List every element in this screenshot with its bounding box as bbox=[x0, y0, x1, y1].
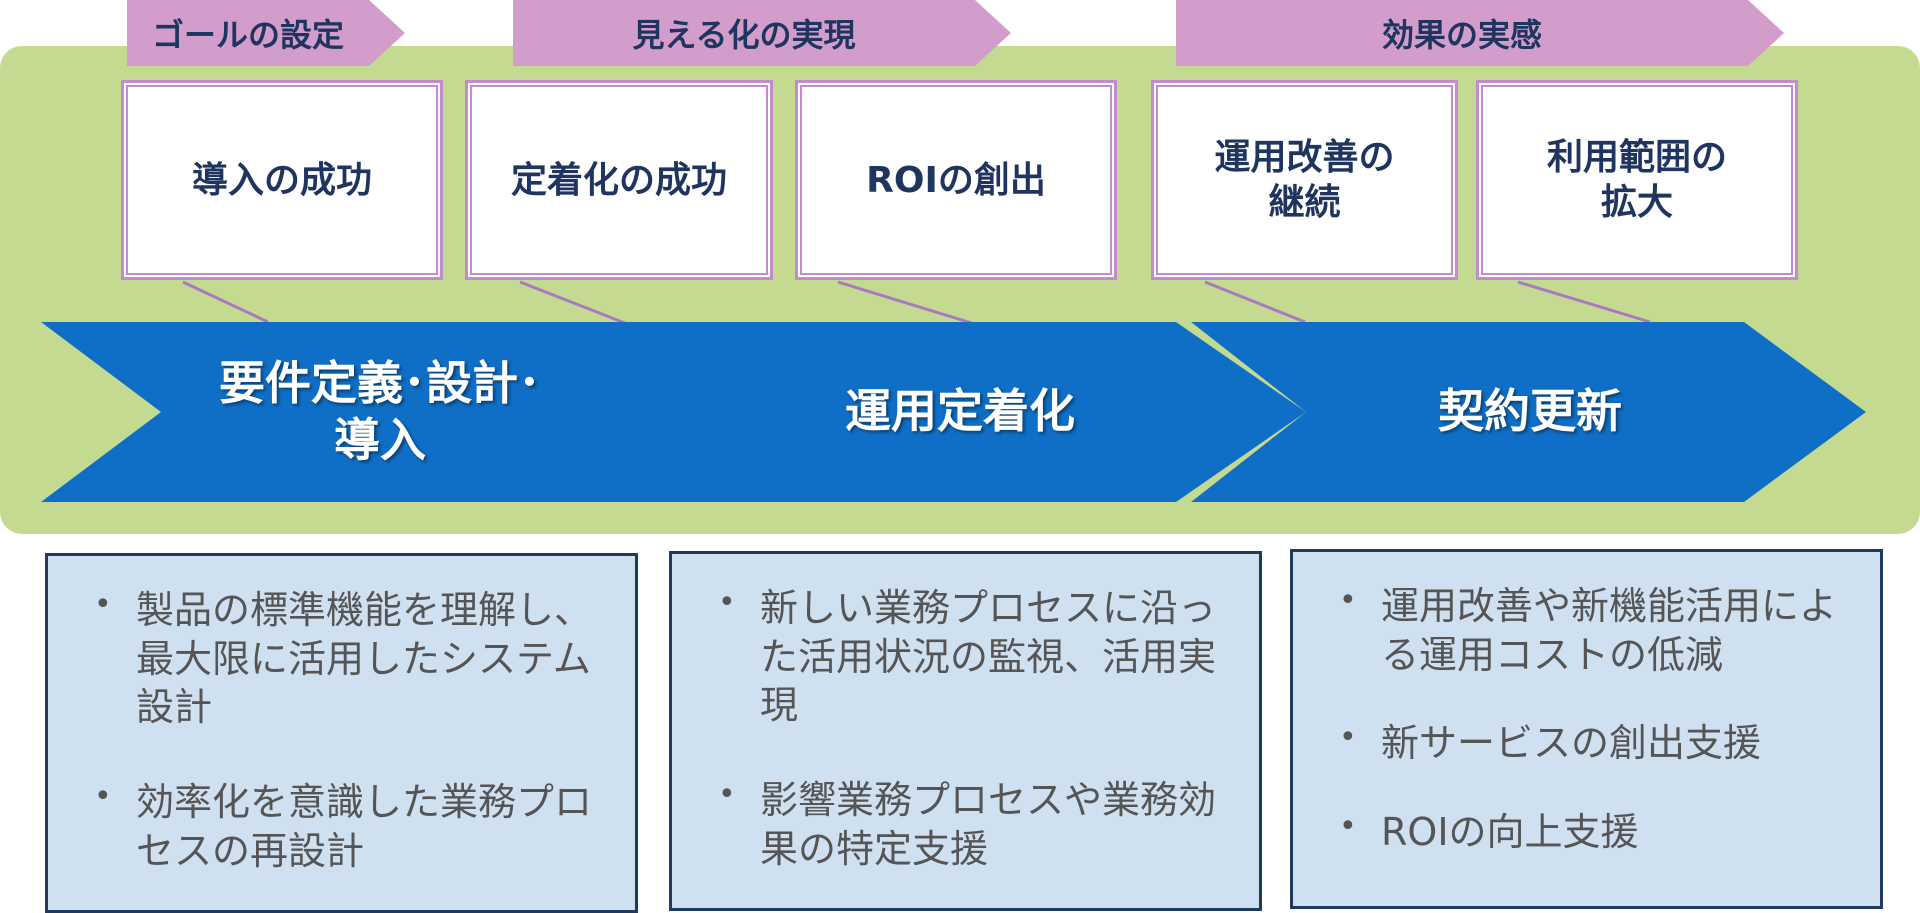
phase-label-renewal: 契約更新 bbox=[1438, 384, 1622, 439]
tag-label: 効果の実感 bbox=[1381, 16, 1542, 54]
bullet-icon: • bbox=[718, 776, 736, 812]
description-list: • 製品の標準機能を理解し、最大限に活用したシステム設計 • 効率化を意識した業務プ… bbox=[78, 586, 605, 875]
description-item: • 影響業務プロセスや業務効果の特定支援 bbox=[702, 776, 1229, 873]
description-item: • 効率化を意識した業務プロセスの再設計 bbox=[78, 778, 605, 875]
goal-box-continuous-improvement: 運用改善の 継続 bbox=[1151, 80, 1458, 280]
description-item: • 製品の標準機能を理解し、最大限に活用したシステム設計 bbox=[78, 586, 605, 732]
bullet-icon: • bbox=[1339, 720, 1357, 756]
description-box-requirements: • 製品の標準機能を理解し、最大限に活用したシステム設計 • 効率化を意識した業務プ… bbox=[45, 553, 638, 913]
bullet-icon: • bbox=[1339, 808, 1357, 844]
goal-box-roi-creation: ROIの創出 bbox=[795, 80, 1117, 280]
description-text: 新サービスの創出支援 bbox=[1381, 721, 1762, 766]
goal-box-adoption-success: 定着化の成功 bbox=[465, 80, 773, 280]
description-box-renewal: • 運用改善や新機能活用による運用コストの低減 • 新サービスの創出支援 • ROIの… bbox=[1290, 549, 1883, 909]
description-list: • 新しい業務プロセスに沿った活用状況の監視、活用実現 • 影響業務プロセスや業務効… bbox=[702, 584, 1229, 873]
goal-label: 導入の成功 bbox=[191, 159, 372, 201]
description-text: 新しい業務プロセスに沿った活用状況の監視、活用実現 bbox=[760, 586, 1217, 728]
description-text: 製品の標準機能を理解し、最大限に活用したシステム設計 bbox=[136, 588, 593, 730]
phase-chevron-adoption bbox=[616, 322, 1306, 502]
description-item: • 運用改善や新機能活用による運用コストの低減 bbox=[1323, 582, 1850, 679]
description-text: 運用改善や新機能活用による運用コストの低減 bbox=[1381, 584, 1838, 677]
goal-box-scope-expansion: 利用範囲の 拡大 bbox=[1476, 80, 1798, 280]
bullet-icon: • bbox=[94, 778, 112, 814]
bullet-icon: • bbox=[94, 587, 112, 622]
description-text: 効率化を意識した業務プロセスの再設計 bbox=[136, 779, 593, 873]
bullet-icon: • bbox=[1339, 583, 1357, 618]
tag-label: ゴールの設定 bbox=[151, 16, 344, 54]
tag-visualization: 見える化の実現 bbox=[513, 0, 1011, 66]
description-list: • 運用改善や新機能活用による運用コストの低減 • 新サービスの創出支援 • ROIの… bbox=[1323, 582, 1850, 857]
tag-effect-realization: 効果の実感 bbox=[1176, 0, 1784, 66]
bullet-icon: • bbox=[718, 585, 736, 620]
goal-label: 定着化の成功 bbox=[510, 159, 727, 201]
goal-label: 運用改善の 継続 bbox=[1214, 137, 1395, 223]
phase-label-requirements: 要件定義･設計･ 導入 bbox=[219, 355, 541, 468]
description-text: 影響業務プロセスや業務効果の特定支援 bbox=[760, 777, 1217, 871]
description-item: • 新サービスの創出支援 bbox=[1323, 719, 1850, 768]
goal-label: ROIの創出 bbox=[866, 159, 1046, 201]
goal-box-introduction-success: 導入の成功 bbox=[121, 80, 443, 280]
description-text: ROIの向上支援 bbox=[1381, 809, 1639, 854]
description-item: • 新しい業務プロセスに沿った活用状況の監視、活用実現 bbox=[702, 584, 1229, 730]
phase-label-adoption: 運用定着化 bbox=[845, 384, 1075, 439]
description-box-adoption: • 新しい業務プロセスに沿った活用状況の監視、活用実現 • 影響業務プロセスや業務効… bbox=[669, 551, 1262, 911]
tag-label: 見える化の実現 bbox=[632, 16, 856, 54]
goal-label: 利用範囲の 拡大 bbox=[1546, 137, 1727, 223]
tag-goal-setting: ゴールの設定 bbox=[127, 0, 405, 66]
description-item: • ROIの向上支援 bbox=[1323, 808, 1850, 857]
